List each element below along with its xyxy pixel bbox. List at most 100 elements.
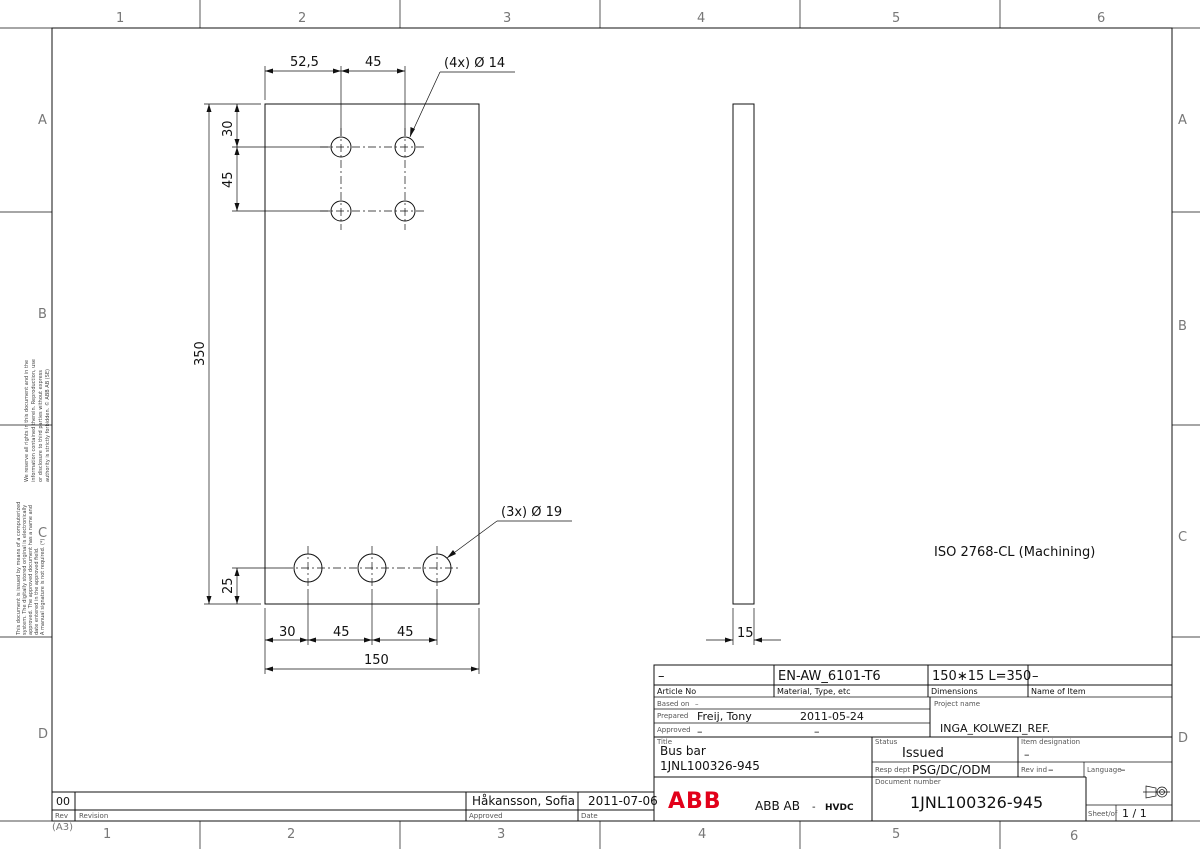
company-name: ABB AB [755,799,800,813]
grid-row-right-a: A [1178,113,1187,128]
grid-col-bottom-1: 1 [103,827,111,842]
approved-label: Approved [657,726,691,734]
side-note-digital: This document is issued by means of a co… [16,502,46,636]
dim-from-top: 30 [221,120,236,137]
dim-height: 350 [193,103,261,605]
company-division: HVDC [825,803,854,813]
dim-top-pitch: 45 [365,55,382,70]
item-name-label: Name of Item [1031,687,1086,696]
label-rev: Rev [55,812,68,820]
side-note-rights: We reserve all rights in this document a… [24,359,51,482]
article-no-value: – [658,669,665,684]
doc-number-label: Document number [875,778,941,786]
bar-side-outline [732,103,755,605]
revision-block: 00 Håkansson, Sofia 2011-07-06 Rev Revis… [52,791,658,821]
grid-col-bottom-3: 3 [497,827,505,842]
title-line-2: 1JNL100326-945 [660,759,760,773]
item-designation-label: Item designation [1021,738,1080,746]
center-lines [285,128,460,590]
label-approved: Approved [469,812,503,820]
side-note-digital-line-2: system. The digitally stored original is… [22,505,28,635]
grid-col-bottom-2: 2 [287,827,295,842]
side-note-digital-line-1: This document is issued by means of a co… [16,502,22,636]
side-note-rights-line-4: authority is strictly forbidden. © ABB A… [44,369,51,482]
prepared-date: 2011-05-24 [800,710,864,723]
doc-number-value: 1JNL100326-945 [910,793,1043,812]
grid-row-right-d: D [1178,731,1188,746]
side-note-digital-line-3: approved. The approved document has a na… [28,505,34,635]
revision-date: 2011-07-06 [588,794,658,808]
grid-col-bottom-5: 5 [892,827,900,842]
title-line-1: Bus bar [660,744,706,758]
title-block: – EN-AW_6101-T6 150∗15 L=350 – Article N… [653,664,1173,822]
side-note-rights-line-2: information contained therein. Reproduct… [31,359,37,482]
front-view: 52,5 45 (4x) Ø 14 30 45 [193,55,572,674]
dim-top-horizontal: 52,5 45 [264,55,406,136]
dim-left-top: 30 45 [221,103,330,212]
dim-bottom-pitch-1: 45 [333,625,350,640]
side-note-digital-line-5: A manual signature is not required. (*) [40,539,46,635]
dimensions-value: 150∗15 L=350 [932,669,1031,684]
callout-large-holes: (3x) Ø 19 [446,505,572,559]
approved-date: – [814,725,820,738]
revision-number: 00 [56,795,70,808]
grid-row-left-a: A [38,113,47,128]
label-date: Date [581,812,598,820]
dim-row-pitch: 45 [221,171,236,188]
material-value: EN-AW_6101-T6 [778,669,881,684]
article-no-label: Article No [657,687,696,696]
item-designation-value: – [1024,748,1030,761]
grid-row-right-c: C [1178,530,1187,545]
grid-col-top-6: 6 [1097,11,1105,26]
prepared-label: Prepared [657,712,688,720]
approved-by: – [697,725,703,738]
prepared-by: Freij, Tony [697,710,752,723]
grid-col-top-1: 1 [116,11,124,26]
side-note-rights-line-1: We reserve all rights in this document a… [24,360,30,482]
grid-row-left-c: C [38,526,47,541]
language-value: – [1120,763,1126,776]
project-value: INGA_KOLWEZI_REF. [940,722,1050,735]
grid-col-bottom-4: 4 [698,827,706,842]
item-name-value: – [1032,669,1039,684]
note-large-holes: (3x) Ø 19 [501,505,562,520]
revision-approved-by: Håkansson, Sofia [472,794,575,808]
grid-row-left-d: D [38,727,48,742]
based-on-value: – [695,700,699,708]
note-small-holes: (4x) Ø 14 [444,56,505,71]
dimensions-label: Dimensions [931,687,978,696]
dim-left-bottom: 25 [221,567,285,604]
sheet-format: (A3) [52,822,73,833]
abb-logo: ABB [668,789,722,814]
grid-row-right-b: B [1178,319,1187,334]
status-value: Issued [902,746,944,761]
callout-small-holes: (4x) Ø 14 [409,56,515,138]
grid-col-top-5: 5 [892,11,900,26]
dim-from-bottom: 25 [221,577,236,594]
side-note-rights-line-3: or disclosure to third parties without e… [38,370,44,482]
grid-col-top-3: 3 [503,11,511,26]
dim-bottom-left: 30 [279,625,296,640]
dim-top-left: 52,5 [290,55,319,70]
dim-bottom-pitch-2: 45 [397,625,414,640]
side-view: 15 [706,103,781,645]
rev-ind-value: – [1048,763,1054,776]
drawing-frame [51,27,1173,822]
sheet-value: 1 / 1 [1122,807,1147,820]
label-revision: Revision [79,812,108,820]
resp-dept-value: PSG/DC/ODM [912,763,991,777]
company-separator: - [812,802,816,813]
status-label: Status [875,738,898,746]
title-label: Title [656,738,672,746]
material-label: Material, Type, etc [777,687,851,696]
grid-col-top-2: 2 [298,11,306,26]
project-label: Project name [934,700,980,708]
grid-row-left-b: B [38,307,47,322]
rev-ind-label: Rev ind [1021,766,1047,774]
third-angle-projection-icon [1143,785,1170,799]
side-note-digital-line-4: date entered in the approved field. [34,547,40,635]
dim-overall-height: 350 [193,341,208,366]
sheet-label: Sheet/of [1088,810,1118,818]
tolerance-note: ISO 2768-CL (Machining) [934,545,1095,560]
